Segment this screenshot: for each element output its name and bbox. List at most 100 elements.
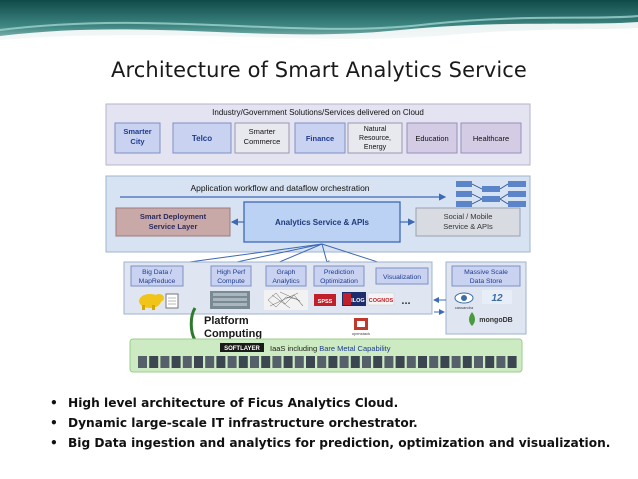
server-rack-row xyxy=(138,356,517,368)
openstack-label: openstack xyxy=(352,331,370,336)
hadoop-elephant-icon xyxy=(139,294,164,310)
solution-label-line: Smarter xyxy=(249,127,276,136)
solution-box-healthcare: Healthcare xyxy=(460,122,522,154)
data-store-label-line: Data Store xyxy=(470,278,503,285)
analytics-service-box: Analytics Service & APIs xyxy=(243,201,401,243)
graph-network-icon xyxy=(264,290,308,310)
bullet-item: Big Data ingestion and analytics for pre… xyxy=(50,433,610,453)
smart-deployment-label-line: Service Layer xyxy=(149,222,198,231)
server-blade xyxy=(440,356,450,368)
solution-label-line: Finance xyxy=(306,134,334,143)
svg-text:12: 12 xyxy=(491,293,503,304)
bullet-list: High level architecture of Ficus Analyti… xyxy=(50,393,610,453)
server-blade xyxy=(474,356,483,368)
softlayer-logo-text: SOFTLAYER xyxy=(224,346,260,352)
spss-logo: SPSS xyxy=(314,294,336,306)
bullet-item: Dynamic large-scale IT infrastructure or… xyxy=(50,413,610,433)
db2-logo: 12 xyxy=(482,290,512,304)
solution-label-line: Commerce xyxy=(244,137,281,146)
platform-computing-logo: Platform Computing xyxy=(189,307,262,341)
softlayer-logo: SOFTLAYER xyxy=(220,343,264,352)
server-blade xyxy=(250,356,259,368)
solution-box-smarter-commerce: Smarter Commerce xyxy=(234,122,290,154)
solution-label-line: Healthcare xyxy=(473,134,509,143)
ilog-logo: ILOG xyxy=(342,292,366,306)
server-blade xyxy=(362,356,371,368)
module-visualization: Visualization xyxy=(375,267,429,285)
more-logos-ellipsis: ... xyxy=(401,295,410,307)
server-blade xyxy=(384,356,394,368)
solution-label-line: Education xyxy=(415,134,448,143)
mapreduce-icon xyxy=(165,293,179,309)
server-blade xyxy=(350,356,360,368)
server-blade xyxy=(395,356,405,368)
smart-deployment-label-line: Smart Deployment xyxy=(140,212,207,221)
social-mobile-label-line: Service & APIs xyxy=(443,222,493,231)
server-blade xyxy=(227,356,237,368)
server-blade xyxy=(406,356,416,368)
solution-label-line: Telco xyxy=(192,134,212,143)
module-label-line: Visualization xyxy=(383,274,421,281)
workflow-graph-icon xyxy=(456,181,526,207)
server-blade xyxy=(171,356,181,368)
module-label-line: Compute xyxy=(217,278,245,285)
server-blade xyxy=(496,356,506,368)
ilog-logo-text: ILOG xyxy=(351,298,364,304)
server-blade xyxy=(429,356,439,368)
server-blade xyxy=(306,356,315,368)
server-blade xyxy=(283,356,293,368)
analytics-service-label: Analytics Service & APIs xyxy=(275,218,370,227)
module-label-line: High Perf xyxy=(217,269,245,276)
module-label-line: Big Data / xyxy=(142,269,172,276)
server-blade xyxy=(272,356,282,368)
slide-title: Architecture of Smart Analytics Service xyxy=(111,58,527,82)
server-blade xyxy=(317,356,327,368)
mongodb-logo: mongoDB xyxy=(469,312,513,326)
module-high-perf-compute: High Perf Compute xyxy=(210,265,252,287)
solution-label-line: Smarter xyxy=(123,127,151,136)
cassandra-label: cassandra xyxy=(455,305,474,310)
module-label-line: Optimization xyxy=(320,278,358,285)
data-store-label-line: Massive Scale xyxy=(464,269,508,276)
module-graph-analytics: Graph Analytics xyxy=(265,265,307,287)
server-blade xyxy=(149,356,159,368)
cognos-logo: COGNOS xyxy=(367,292,395,306)
top-banner xyxy=(0,0,638,48)
module-label-line: MapReduce xyxy=(139,278,176,285)
module-big-data: Big Data / MapReduce xyxy=(130,265,184,287)
orchestration-header: Application workflow and dataflow orches… xyxy=(190,183,369,193)
server-blade xyxy=(373,356,383,368)
server-blade xyxy=(339,356,349,368)
server-blade xyxy=(205,356,215,368)
server-blade xyxy=(182,356,192,368)
architecture-diagram: Industry/Government Solutions/Services d… xyxy=(105,103,531,373)
server-blade xyxy=(216,356,226,368)
server-blade xyxy=(160,356,170,368)
solution-box-finance: Finance xyxy=(294,122,346,154)
module-label-line: Graph xyxy=(277,269,296,276)
server-blade xyxy=(261,356,271,368)
iaas-caption-text: IaaS including xyxy=(270,344,319,353)
solution-box-smarter-city: Smarter City xyxy=(114,122,161,154)
platform-computing-line: Computing xyxy=(204,328,262,340)
solution-box-telco: Telco xyxy=(172,122,232,154)
smart-deployment-box: Smart Deployment Service Layer xyxy=(115,207,231,237)
bullet-item: High level architecture of Ficus Analyti… xyxy=(50,393,610,413)
social-mobile-label-line: Social / Mobile xyxy=(444,212,493,221)
server-blade xyxy=(418,356,427,368)
cognos-logo-text: COGNOS xyxy=(369,298,394,304)
iaas-caption-highlight: Bare Metal Capability xyxy=(319,344,391,353)
server-blade xyxy=(328,356,338,368)
spss-logo-text: SPSS xyxy=(318,299,333,305)
module-prediction-optimization: Prediction Optimization xyxy=(313,265,365,287)
platform-computing-line: Platform xyxy=(204,315,249,327)
solution-label-line: Natural xyxy=(364,126,387,133)
solution-box-natural-resource: Natural Resource, Energy xyxy=(347,122,403,154)
server-blade xyxy=(451,356,461,368)
openstack-logo: openstack xyxy=(352,318,370,336)
server-blade xyxy=(194,356,203,368)
module-label-line: Analytics xyxy=(272,278,300,285)
solution-label-line: Resource, xyxy=(359,135,391,142)
server-blade xyxy=(138,356,147,368)
solution-label-line: Energy xyxy=(364,144,387,151)
